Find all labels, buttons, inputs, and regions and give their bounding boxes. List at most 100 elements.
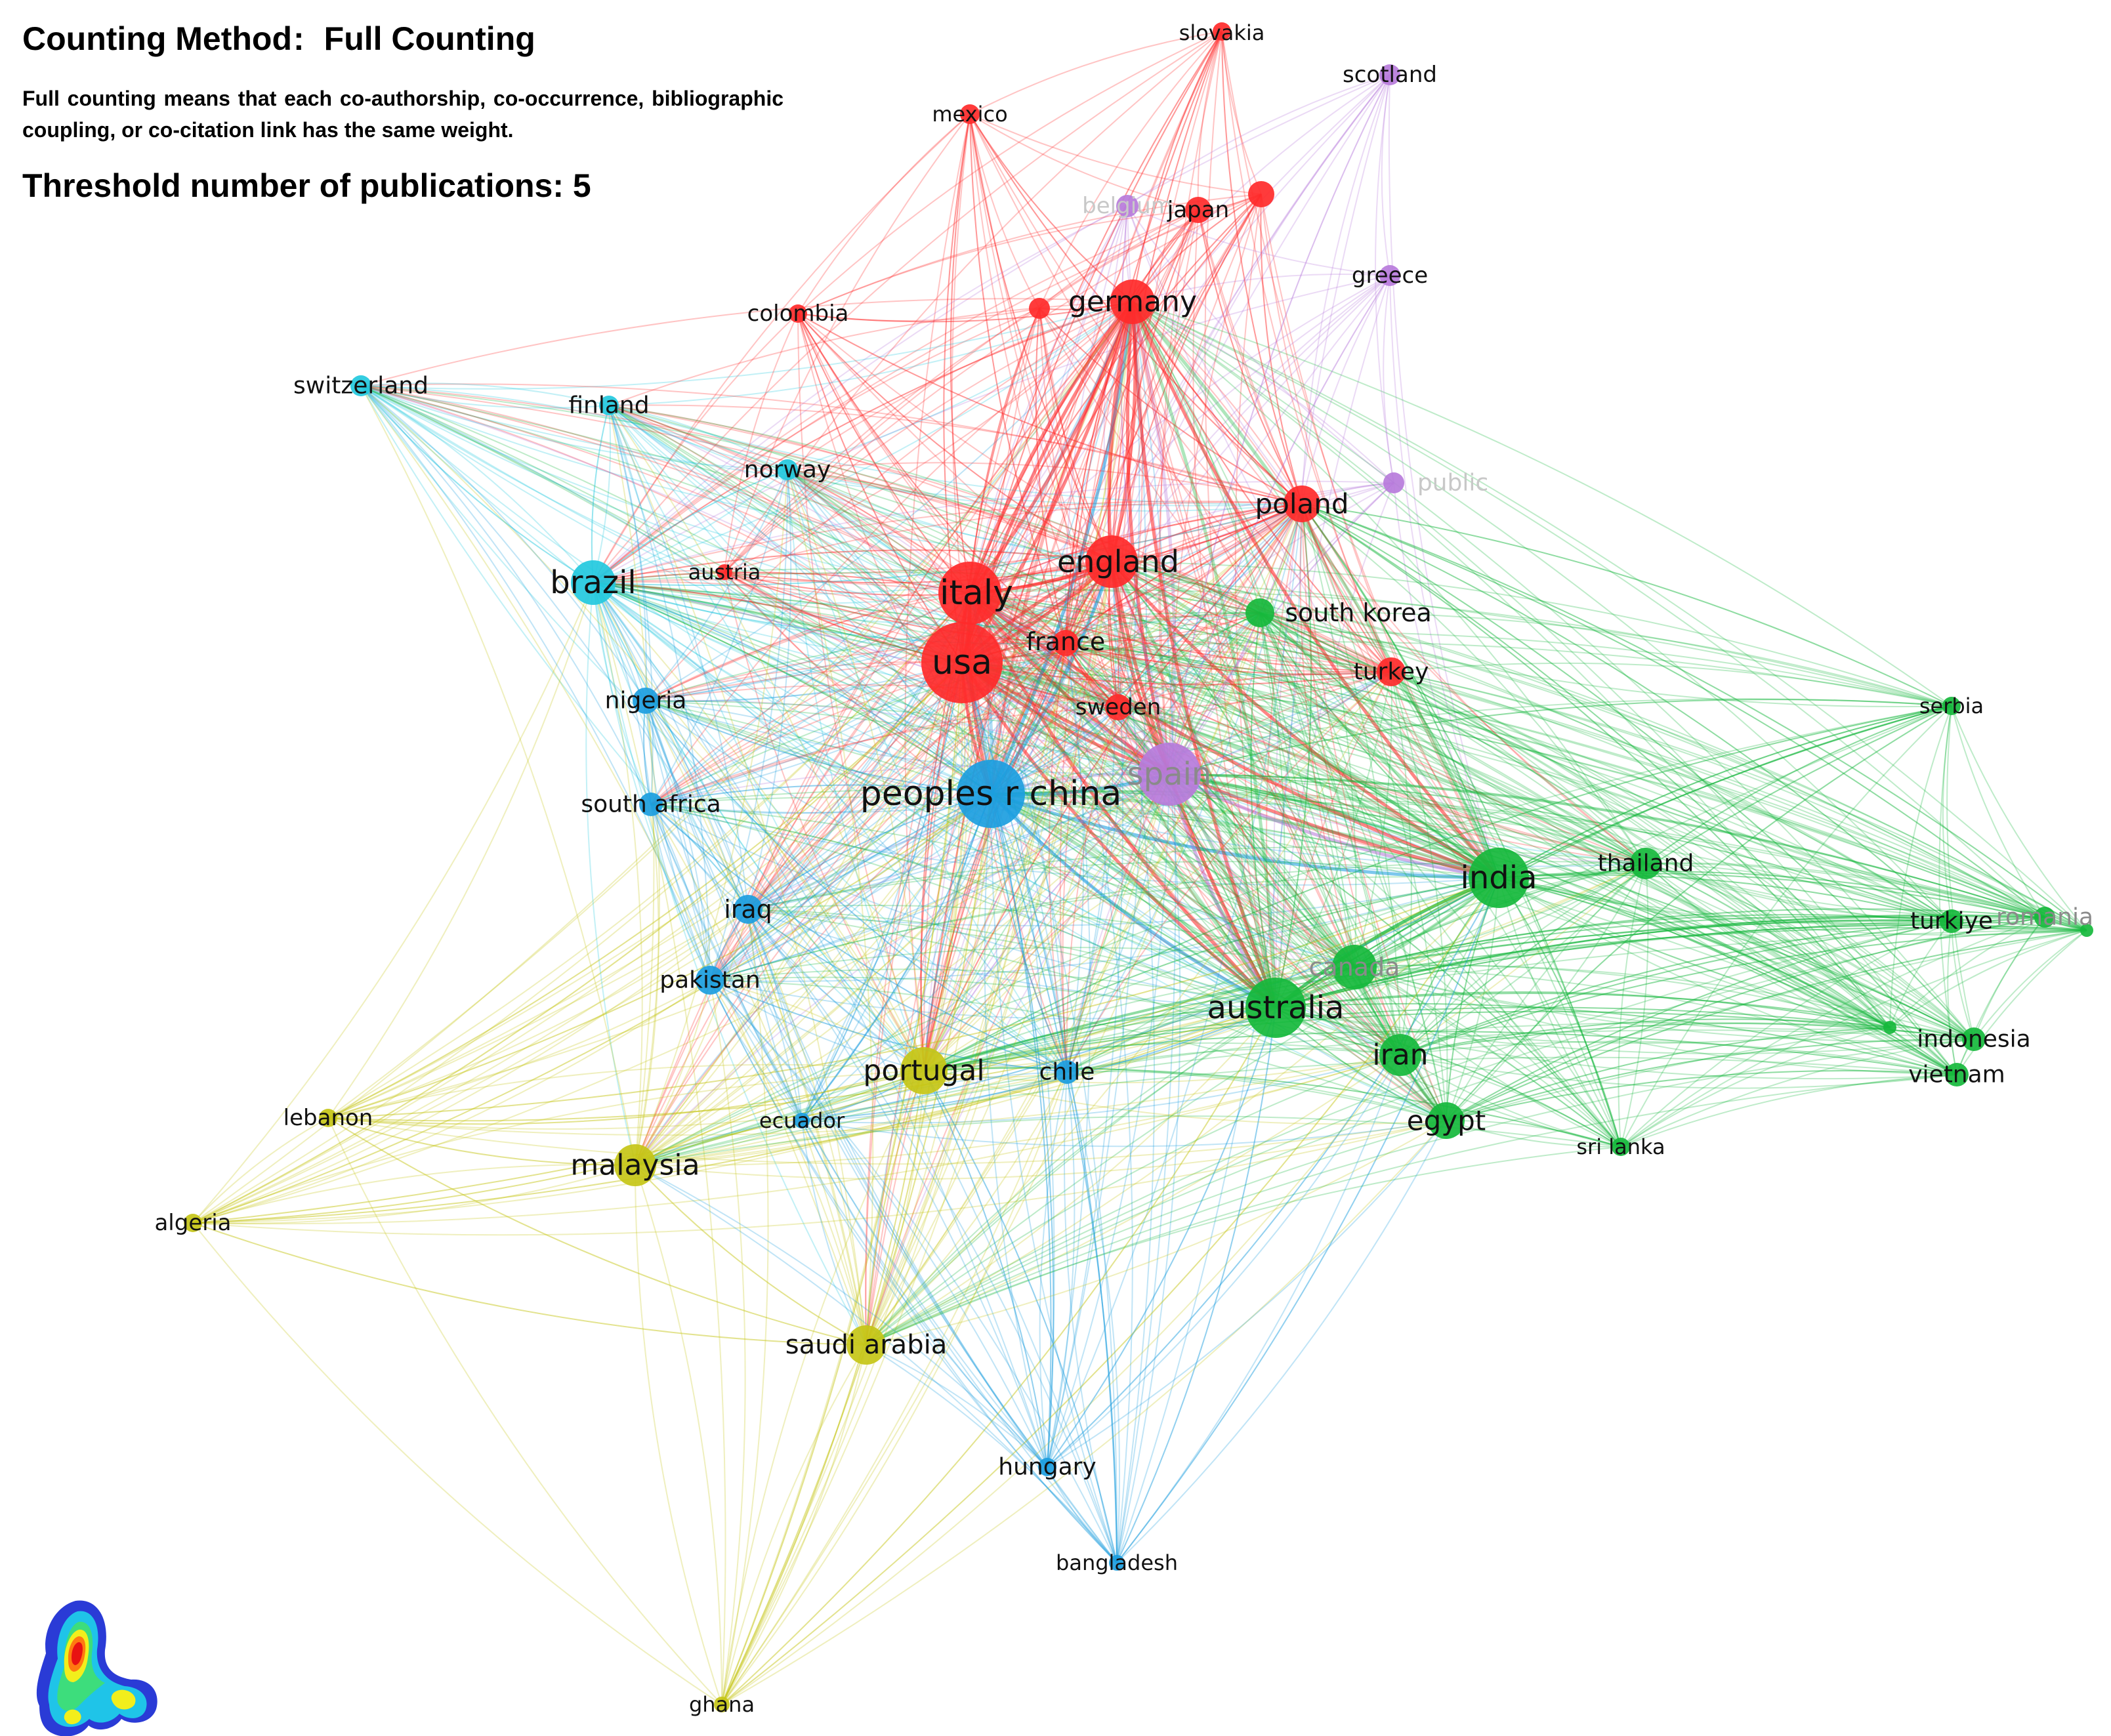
- node-peoples-r-china[interactable]: [957, 760, 1025, 828]
- node-bangladesh[interactable]: [1109, 1555, 1125, 1571]
- link-iran-poland: [1301, 503, 1401, 1056]
- link-ecuador-peoples-r-china: [801, 793, 992, 1121]
- node-austria[interactable]: [717, 564, 732, 580]
- label-peoples-r-china: peoples r china: [860, 774, 1122, 814]
- link-thailand-turkiye: [1645, 863, 1952, 922]
- link-turkey-germany: [1132, 301, 1392, 672]
- node-pakistan[interactable]: [696, 966, 724, 995]
- link-pakistan-poland: [709, 503, 1303, 981]
- node-brazil[interactable]: [571, 560, 616, 605]
- link-turkiye-peoples-r-china: [990, 792, 1952, 922]
- node-lebanon[interactable]: [319, 1109, 337, 1127]
- node-malaysia[interactable]: [614, 1144, 656, 1186]
- link-hungary-australia: [1047, 1007, 1276, 1468]
- link-india-turkey: [1390, 671, 1499, 878]
- link-bangladesh-portugal: [923, 1070, 1118, 1563]
- link-poland-brazil: [593, 500, 1303, 583]
- network-nodes: [184, 22, 2093, 1712]
- node-colombia[interactable]: [789, 304, 807, 323]
- link-serbia-romania: [1951, 705, 2045, 918]
- link-unlabeled-green-east-india: [1498, 877, 1891, 1028]
- node-poland[interactable]: [1284, 486, 1320, 522]
- node-italy[interactable]: [938, 562, 1001, 625]
- node-indonesia[interactable]: [1962, 1027, 1986, 1051]
- link-poland-pakistan: [709, 503, 1303, 981]
- node-spain[interactable]: [1138, 743, 1201, 806]
- node-nigeria[interactable]: [633, 688, 659, 714]
- node-unlabeled-green-right[interactable]: [2080, 924, 2093, 937]
- node-thailand[interactable]: [1630, 848, 1662, 879]
- node-romania[interactable]: [2034, 907, 2055, 928]
- link-turkiye-brazil: [593, 582, 1952, 922]
- node-france[interactable]: [1053, 630, 1079, 656]
- node-south-korea[interactable]: [1245, 598, 1274, 627]
- node-sri-lanka[interactable]: [1612, 1138, 1630, 1156]
- link-romania-turkey: [1390, 671, 2045, 918]
- node-algeria[interactable]: [184, 1214, 202, 1232]
- link-spain-malaysia: [635, 774, 1170, 1166]
- link-mexico-austria: [724, 114, 971, 573]
- node-japan[interactable]: [1185, 197, 1211, 223]
- node-unlabeled-red-mid[interactable]: [1029, 298, 1050, 319]
- node-unlabeled-green-east[interactable]: [1883, 1021, 1896, 1034]
- link-australia-indonesia: [1275, 1007, 1975, 1054]
- link-germany-spain: [1125, 301, 1171, 775]
- node-ecuador[interactable]: [794, 1113, 810, 1128]
- link-brazil-switzerland: [360, 385, 594, 583]
- link-england-chile: [1062, 561, 1112, 1073]
- node-switzerland[interactable]: [350, 375, 371, 396]
- link-iraq-sweden: [747, 707, 1119, 910]
- link-france-iraq: [747, 642, 1066, 910]
- link-south-korea-unlabeled-green-east: [1259, 612, 1891, 1028]
- node-india[interactable]: [1469, 848, 1529, 908]
- link-slovakia-usa: [961, 31, 1223, 663]
- link-greece-usa: [961, 275, 1390, 663]
- link-unlabeled-green-right-india: [1498, 873, 2087, 931]
- node-belgium[interactable]: [1116, 195, 1139, 217]
- link-unlabeled-red-mid-turkey: [1039, 308, 1392, 672]
- link-unlabeled-red-top-spain: [1168, 194, 1262, 775]
- node-england[interactable]: [1085, 535, 1138, 588]
- node-vietnam[interactable]: [1945, 1063, 1969, 1086]
- link-serbia-spain: [1169, 699, 1952, 775]
- node-sweden[interactable]: [1105, 694, 1131, 720]
- node-usa[interactable]: [921, 622, 1003, 703]
- node-chile[interactable]: [1055, 1060, 1079, 1084]
- node-germany[interactable]: [1110, 279, 1155, 324]
- link-finland-peoples-r-china: [608, 405, 992, 795]
- link-iraq-switzerland: [360, 385, 749, 910]
- link-canada-finland: [608, 405, 1355, 968]
- node-canada[interactable]: [1332, 945, 1377, 989]
- node-ghana[interactable]: [714, 1697, 730, 1712]
- node-turkey[interactable]: [1377, 657, 1406, 686]
- node-czech-republic[interactable]: [1383, 472, 1404, 493]
- node-iraq[interactable]: [734, 895, 763, 924]
- link-germany-australia: [1131, 301, 1278, 1008]
- link-unlabeled-green-east-brazil: [593, 582, 1891, 1028]
- link-vietnam-germany: [1132, 301, 1957, 1075]
- link-nigeria-portugal: [645, 700, 925, 1071]
- node-hungary[interactable]: [1038, 1458, 1056, 1476]
- node-norway[interactable]: [777, 459, 798, 480]
- node-scotland[interactable]: [1379, 64, 1400, 85]
- link-japan-india: [1198, 209, 1499, 878]
- node-slovakia[interactable]: [1213, 22, 1231, 41]
- link-malaysia-algeria: [192, 1164, 636, 1224]
- node-saudi-arabia[interactable]: [846, 1325, 886, 1365]
- node-australia[interactable]: [1245, 978, 1306, 1038]
- node-iran[interactable]: [1379, 1034, 1421, 1076]
- node-finland[interactable]: [599, 396, 619, 415]
- node-mexico[interactable]: [960, 104, 980, 124]
- link-thailand-indonesia: [1645, 863, 1975, 1040]
- link-portugal-france: [923, 642, 1066, 1071]
- link-italy-malaysia: [635, 592, 971, 1166]
- node-portugal[interactable]: [900, 1047, 948, 1094]
- node-greece[interactable]: [1379, 265, 1400, 286]
- link-usa-germany: [960, 301, 1135, 664]
- node-unlabeled-red-top[interactable]: [1248, 181, 1274, 207]
- link-canada-sri-lanka: [1354, 966, 1621, 1147]
- node-south-africa[interactable]: [639, 793, 663, 816]
- node-serbia[interactable]: [1942, 697, 1961, 715]
- node-turkiye[interactable]: [1940, 909, 1963, 933]
- node-egypt[interactable]: [1428, 1102, 1465, 1139]
